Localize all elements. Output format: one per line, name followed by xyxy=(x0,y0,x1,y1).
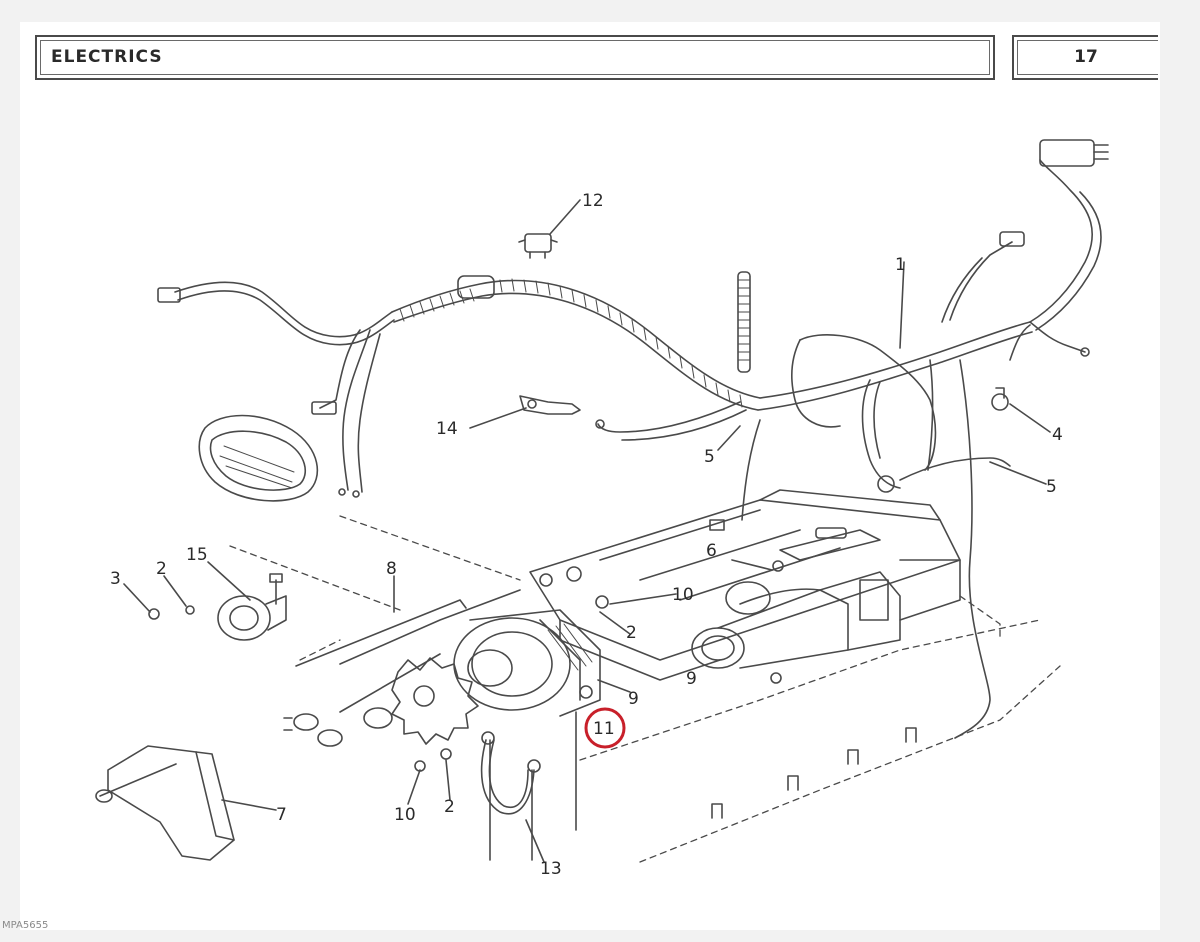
callout-5-right: 5 xyxy=(1046,477,1057,497)
callout-6: 6 xyxy=(706,541,717,561)
reference-code: MPA5655 xyxy=(2,920,49,931)
frame-tabs xyxy=(711,727,917,819)
page-number: 17 xyxy=(1074,47,1098,67)
callout-5-left: 5 xyxy=(704,447,715,467)
callout-12: 12 xyxy=(582,191,604,211)
relay-12 xyxy=(518,233,558,259)
horn-15 xyxy=(217,573,287,641)
callout-10-bottom: 10 xyxy=(394,805,416,825)
callout-7: 7 xyxy=(276,805,287,825)
coil-sleeve xyxy=(737,271,751,373)
alternator xyxy=(283,589,601,747)
callout-4: 4 xyxy=(1052,425,1063,445)
callout-11: 11 xyxy=(593,719,615,739)
callout-14: 14 xyxy=(436,419,458,439)
callout-1: 1 xyxy=(895,255,906,275)
callout-9-left: 9 xyxy=(628,689,639,709)
callout-13: 13 xyxy=(540,859,562,879)
harness-main-plug xyxy=(1039,139,1095,167)
callout-9-right: 9 xyxy=(686,669,697,689)
clip-4 xyxy=(991,387,1009,411)
section-title-inner-frame xyxy=(40,40,990,75)
bracket-7 xyxy=(95,745,235,861)
sensor-14 xyxy=(519,395,581,415)
callout-2-top: 2 xyxy=(156,559,167,579)
callout-2-bottom: 2 xyxy=(444,797,455,817)
battery-cable-13 xyxy=(480,711,577,861)
callout-15: 15 xyxy=(186,545,208,565)
highlight-circle-part-11 xyxy=(584,707,626,749)
page-number-inner-frame xyxy=(1017,40,1158,75)
harness-grommet xyxy=(457,275,495,299)
section-title: ELECTRICS xyxy=(51,47,163,67)
braided-sleeve xyxy=(399,278,743,408)
harness-end-connector-left xyxy=(157,287,181,303)
callout-2-mid: 2 xyxy=(626,623,637,643)
frame-outline xyxy=(229,515,1061,863)
callout-10-top: 10 xyxy=(672,585,694,605)
callout-3: 3 xyxy=(110,569,121,589)
section-title-box: ELECTRICS xyxy=(35,35,995,80)
harness-end-connector-right xyxy=(999,231,1025,247)
headlamp xyxy=(198,414,319,502)
callout-8: 8 xyxy=(386,559,397,579)
hardware-fasteners xyxy=(148,475,895,772)
callout-leaders xyxy=(123,199,1051,863)
harness-end-connector-mid xyxy=(311,401,337,415)
callout-labels: 1 2 2 2 3 4 5 5 6 7 8 9 9 10 10 11 12 13… xyxy=(110,191,1063,879)
engine-block xyxy=(529,489,961,684)
wiring-harness xyxy=(157,139,1109,739)
page-number-box: 17 xyxy=(1012,35,1158,80)
